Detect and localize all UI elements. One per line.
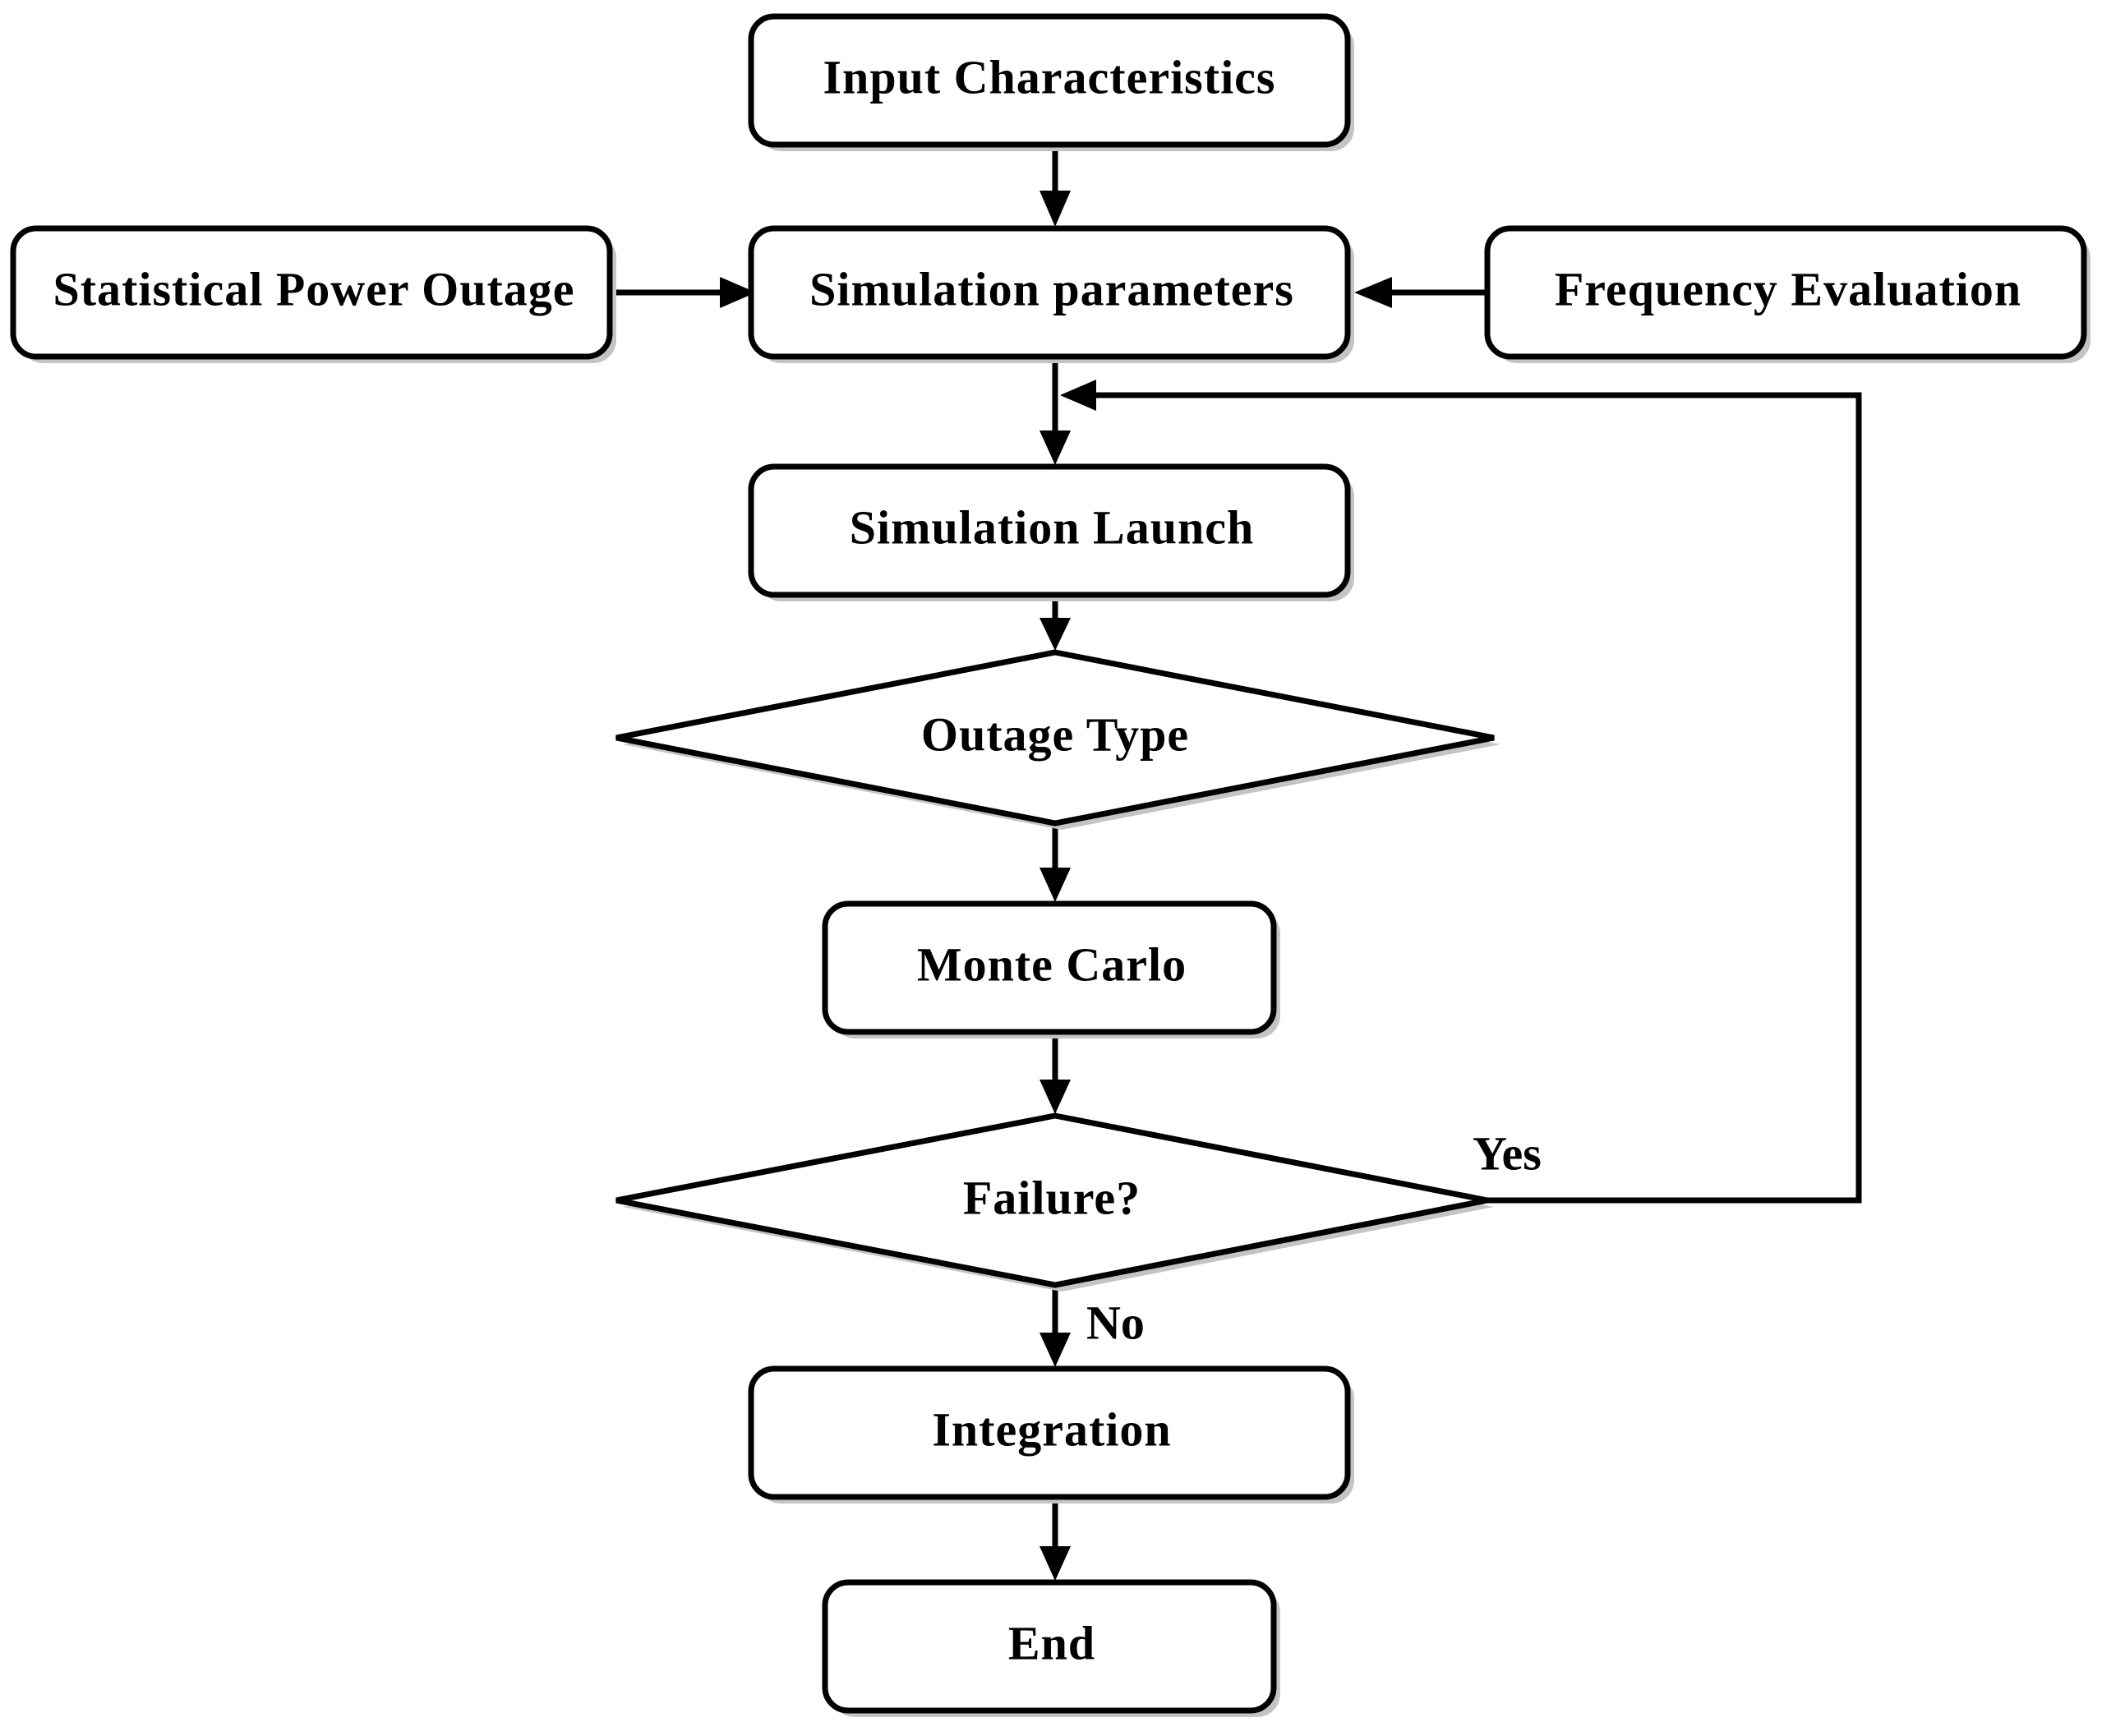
arrowhead [1039, 1333, 1071, 1367]
node-integration: Integration [748, 1365, 1354, 1503]
node-simulation-launch: Simulation Launch [748, 463, 1354, 601]
edge-labels: Yes No [1086, 1126, 1542, 1349]
arrowhead [1039, 431, 1071, 465]
node-statistical-power-outage: Statistical Power Outage [10, 225, 616, 363]
node-label: Outage Type [921, 707, 1189, 761]
node-end: End [822, 1579, 1280, 1717]
arrowhead [1039, 868, 1071, 902]
node-label: End [1008, 1616, 1095, 1669]
node-frequency-evaluation: Frequency Evaluation [1484, 225, 2090, 363]
node-label: Simulation Launch [850, 500, 1254, 554]
arrowhead [720, 277, 756, 308]
edge-label-no: No [1086, 1296, 1145, 1349]
node-label: Failure? [963, 1171, 1141, 1224]
arrowhead [1039, 191, 1071, 227]
node-label: Simulation parameters [809, 262, 1294, 315]
arrowhead [1039, 1546, 1071, 1581]
arrowhead [1039, 618, 1071, 651]
edge-label-yes: Yes [1473, 1126, 1542, 1180]
connectors [613, 146, 1862, 1581]
arrowhead [1060, 380, 1096, 411]
arrowhead [1039, 1080, 1071, 1114]
node-label: Input Characteristics [823, 50, 1275, 104]
node-label: Monte Carlo [917, 937, 1187, 991]
node-simulation-parameters: Simulation parameters [748, 225, 1354, 363]
node-monte-carlo: Monte Carlo [822, 900, 1280, 1038]
node-label: Integration [932, 1402, 1171, 1456]
node-label: Frequency Evaluation [1555, 262, 2021, 315]
nodes: Input Characteristics Statistical Power … [10, 13, 2090, 1717]
edge-failure-loop-back [1090, 392, 1862, 1204]
node-input-characteristics: Input Characteristics [748, 13, 1354, 151]
node-label: Statistical Power Outage [53, 262, 574, 315]
node-outage-type: Outage Type [615, 649, 1500, 830]
arrowhead [1354, 277, 1392, 308]
node-failure: Failure? [615, 1112, 1494, 1292]
